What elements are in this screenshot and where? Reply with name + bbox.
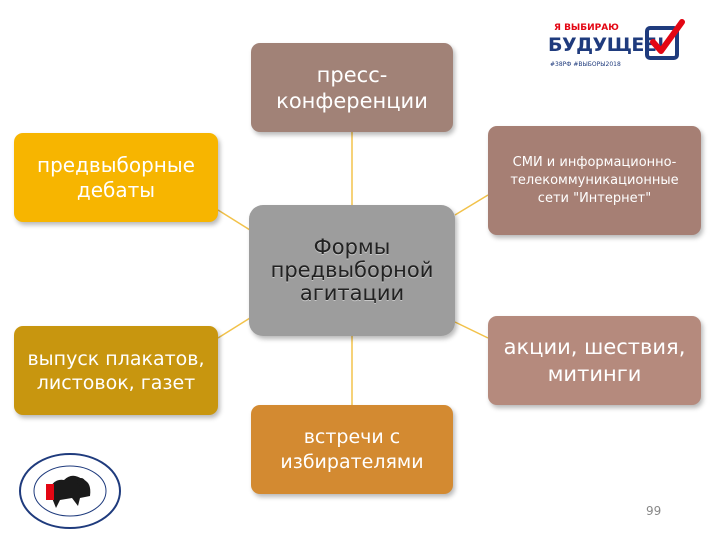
node-voter-meetings: встречи с избирателями: [251, 405, 453, 494]
connector-debates: [217, 209, 251, 231]
connector-actions: [454, 321, 489, 339]
node-leaflets-label: выпуск плакатов, листовок, газет: [27, 347, 205, 394]
node-press-conferences: пресс- конференции: [251, 43, 453, 132]
node-meetings-label: встречи с избирателями: [280, 425, 424, 473]
node-posters-leaflets: выпуск плакатов, листовок, газет: [14, 326, 218, 415]
node-debates: предвыборные дебаты: [14, 133, 218, 222]
logo-line1: Я ВЫБИРАЮ: [554, 23, 619, 33]
logo-line2: БУДУЩЕЕ!: [548, 34, 665, 56]
node-press-label: пресс- конференции: [276, 62, 428, 113]
node-center-label: Формы предвыборной агитации: [270, 235, 434, 305]
node-media-internet: СМИ и информационно- телекоммуникационны…: [488, 126, 701, 235]
logo-tags: #38РФ #ВЫБОРЫ2018: [550, 61, 621, 68]
checkbox-check-icon: [645, 19, 685, 60]
node-center-agitation-forms: Формы предвыборной агитации: [249, 205, 455, 336]
node-actions-marches: акции, шествия, митинги: [488, 316, 701, 405]
page-number: 99: [646, 504, 662, 518]
connector-media: [454, 194, 489, 216]
node-actions-label: акции, шествия, митинги: [503, 334, 686, 386]
connector-leaflets: [217, 317, 251, 339]
node-media-label: СМИ и информационно- телекоммуникационны…: [510, 154, 679, 206]
node-debates-label: предвыборные дебаты: [37, 152, 195, 202]
election-logo: Я ВЫБИРАЮ БУДУЩЕЕ! #38РФ #ВЫБОРЫ2018: [546, 16, 688, 78]
election-commission-seal-icon: [19, 453, 121, 529]
